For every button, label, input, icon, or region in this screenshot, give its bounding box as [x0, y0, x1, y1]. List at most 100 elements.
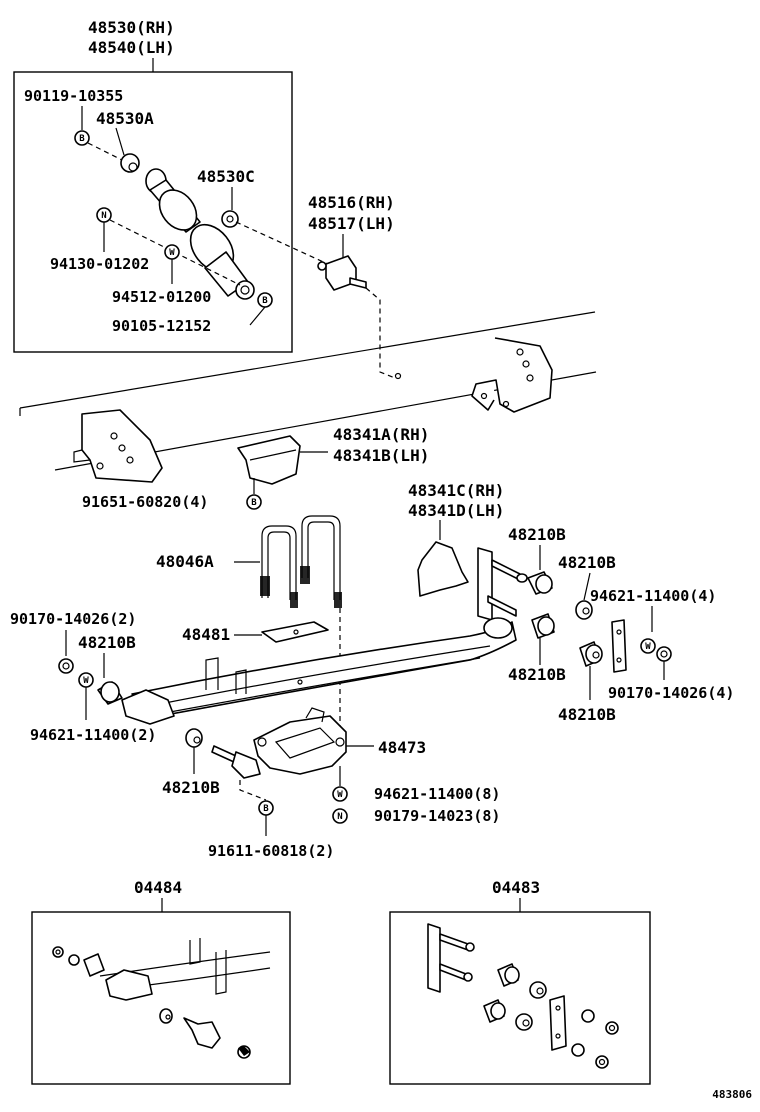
u-bolt — [301, 515, 341, 600]
label-bushing-6[interactable]: 48210B — [162, 778, 220, 797]
washer-icon — [571, 1043, 585, 1057]
label-seat[interactable]: 48481 — [182, 625, 230, 644]
badge-w: W — [332, 786, 348, 802]
svg-text:W: W — [169, 248, 175, 258]
bushing-icon — [575, 600, 593, 620]
bump-stopper-c — [417, 541, 469, 597]
label-stopper-b[interactable]: 48341B(LH) — [333, 446, 429, 465]
leader-line — [583, 572, 591, 601]
bushing-icon — [531, 613, 555, 639]
bushing-icon — [483, 999, 506, 1023]
svg-text:W: W — [645, 642, 651, 652]
rear-hanger-bracket — [471, 337, 553, 413]
kit-04484-group: 04484 — [31, 878, 291, 1085]
label-nut-90170-2[interactable]: 90170-14026(2) — [10, 610, 136, 628]
badge-b: B — [258, 800, 274, 816]
label-bushing-5[interactable]: 48210B — [78, 633, 136, 652]
label-shock-rh[interactable]: 48530(RH) — [88, 18, 175, 37]
dashed-line — [87, 142, 123, 161]
front-hanger-bracket — [73, 409, 163, 483]
bushing-icon — [527, 571, 553, 595]
label-washer-94621-4[interactable]: 94621-11400(4) — [590, 587, 716, 605]
bushing-icon — [529, 981, 547, 999]
bump-stopper — [237, 435, 301, 485]
label-part-48530a[interactable]: 48530A — [96, 109, 154, 128]
label-bolt-90105[interactable]: 90105-12152 — [112, 317, 211, 335]
kit-04483-group: 04483 — [389, 878, 651, 1085]
label-bracket-lh[interactable]: 48517(LH) — [308, 214, 395, 233]
label-bolt-91611[interactable]: 91611-60818(2) — [208, 842, 334, 860]
label-kit-04483[interactable]: 04483 — [492, 878, 540, 897]
shock-absorber-group: 48530(RH) 48540(LH) 90119-10355 B 48530A… — [13, 18, 331, 353]
label-plate[interactable]: 48473 — [378, 738, 426, 757]
nut-icon — [605, 1021, 619, 1035]
shackle-link — [549, 995, 567, 1051]
badge-w: W — [640, 638, 656, 654]
label-washer-94621-8[interactable]: 94621-11400(8) — [374, 785, 500, 803]
spring-eye — [121, 689, 175, 725]
spring-seat — [261, 621, 329, 643]
nut-icon — [595, 1055, 609, 1069]
u-bolt — [261, 525, 297, 600]
bushing-icon — [83, 953, 105, 977]
label-kit-04484[interactable]: 04484 — [134, 878, 182, 897]
leader-line — [249, 306, 266, 326]
badge-w: W — [164, 244, 180, 260]
label-stopper-a[interactable]: 48341A(RH) — [333, 425, 429, 444]
dashed-line — [239, 780, 267, 801]
shock-bracket — [317, 255, 367, 291]
bushing-icon — [497, 963, 520, 987]
svg-text:N: N — [101, 211, 106, 221]
hole-icon — [394, 372, 402, 380]
label-bushing-3[interactable]: 48210B — [508, 665, 566, 684]
badge-b: B — [257, 292, 273, 308]
label-part-48530c[interactable]: 48530C — [197, 167, 255, 186]
label-stopper-c[interactable]: 48341C(RH) — [408, 481, 504, 500]
label-stopper-d[interactable]: 48341D(LH) — [408, 501, 504, 520]
svg-text:B: B — [262, 296, 268, 306]
shackle-group: 48210B 48210B 94621-11400(4) 48210B 4821… — [477, 525, 734, 724]
label-bushing-4[interactable]: 48210B — [558, 705, 616, 724]
bushing-icon — [579, 641, 603, 667]
shock-frame — [13, 71, 293, 353]
bushing-icon — [221, 210, 239, 228]
shackle-link — [611, 619, 627, 673]
badge-b: B — [74, 130, 90, 146]
label-washer-94512[interactable]: 94512-01200 — [112, 288, 211, 306]
label-bolt-90119[interactable]: 90119-10355 — [24, 87, 123, 105]
badge-w: W — [78, 672, 94, 688]
label-shock-lh[interactable]: 48540(LH) — [88, 38, 175, 57]
bump-stopper-group: 48341A(RH) 48341B(LH) B 91651-60820(4) — [82, 425, 429, 511]
seat-group: 48481 — [182, 621, 329, 644]
label-ubolt[interactable]: 48046A — [156, 552, 214, 571]
nut-icon — [52, 946, 64, 958]
label-nut-90170-4[interactable]: 90170-14026(4) — [608, 684, 734, 702]
svg-text:B: B — [251, 498, 257, 508]
label-bracket-rh[interactable]: 48516(RH) — [308, 193, 395, 212]
bushing-icon — [97, 681, 123, 705]
label-bushing-1[interactable]: 48210B — [508, 525, 566, 544]
bushing-icon — [185, 728, 203, 748]
bump-stopper-c-group: 48341C(RH) 48341D(LH) — [408, 481, 504, 597]
reference-number: 483806 — [712, 1088, 752, 1101]
nut-icon — [58, 658, 74, 674]
label-bolt-91651[interactable]: 91651-60820(4) — [82, 493, 208, 511]
label-nut-94130[interactable]: 94130-01202 — [50, 255, 149, 273]
badge-n: N — [332, 808, 348, 824]
shock-absorber-lower — [189, 223, 255, 300]
washer-icon — [68, 954, 80, 966]
label-washer-94621-2[interactable]: 94621-11400(2) — [30, 726, 156, 744]
spring-pin — [211, 745, 237, 763]
spring-lower-plate — [253, 715, 347, 775]
badge-n: N — [96, 207, 112, 223]
shock-bracket-group: 48516(RH) 48517(LH) — [308, 193, 402, 380]
shock-absorber-upper — [120, 153, 201, 233]
label-bushing-2[interactable]: 48210B — [558, 553, 616, 572]
kit-04484-frame — [31, 911, 291, 1085]
bushing-icon — [515, 1013, 533, 1031]
svg-text:B: B — [263, 804, 269, 814]
badge-b: B — [246, 494, 262, 510]
label-nut-90179-8[interactable]: 90179-14023(8) — [374, 807, 500, 825]
svg-text:B: B — [79, 134, 85, 144]
